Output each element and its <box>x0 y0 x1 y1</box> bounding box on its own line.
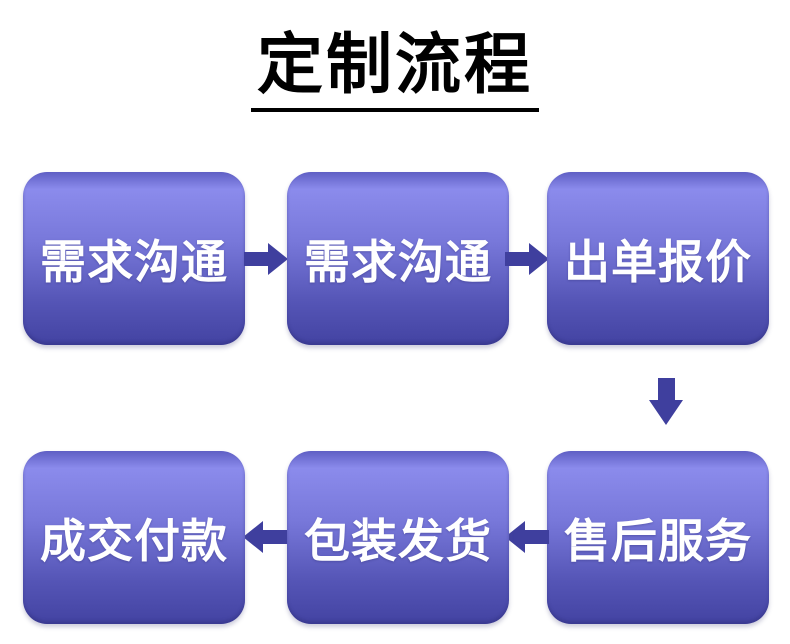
arrow-left-icon <box>243 521 287 553</box>
flow-box-shipping: 包装发货 <box>287 451 509 624</box>
arrow-down-icon <box>649 378 683 425</box>
flow-box-label: 售后服务 <box>564 514 752 567</box>
flow-box-label: 成交付款 <box>40 514 228 567</box>
arrow-left-icon <box>505 521 549 553</box>
flow-box-label: 包装发货 <box>304 514 492 567</box>
flow-box-aftersales: 售后服务 <box>547 451 769 624</box>
arrow-right-icon <box>505 243 549 275</box>
flow-box-label: 需求沟通 <box>304 235 492 288</box>
flow-box-quotation: 出单报价 <box>547 172 769 345</box>
page-title: 定制流程 <box>251 28 539 112</box>
flow-box-requirements-2: 需求沟通 <box>287 172 509 345</box>
arrow-right-icon <box>244 243 288 275</box>
title-container: 定制流程 <box>0 28 790 112</box>
flow-box-payment: 成交付款 <box>23 451 245 624</box>
flow-box-label: 出单报价 <box>564 235 752 288</box>
flow-box-requirements-1: 需求沟通 <box>23 172 245 345</box>
flow-box-label: 需求沟通 <box>40 235 228 288</box>
